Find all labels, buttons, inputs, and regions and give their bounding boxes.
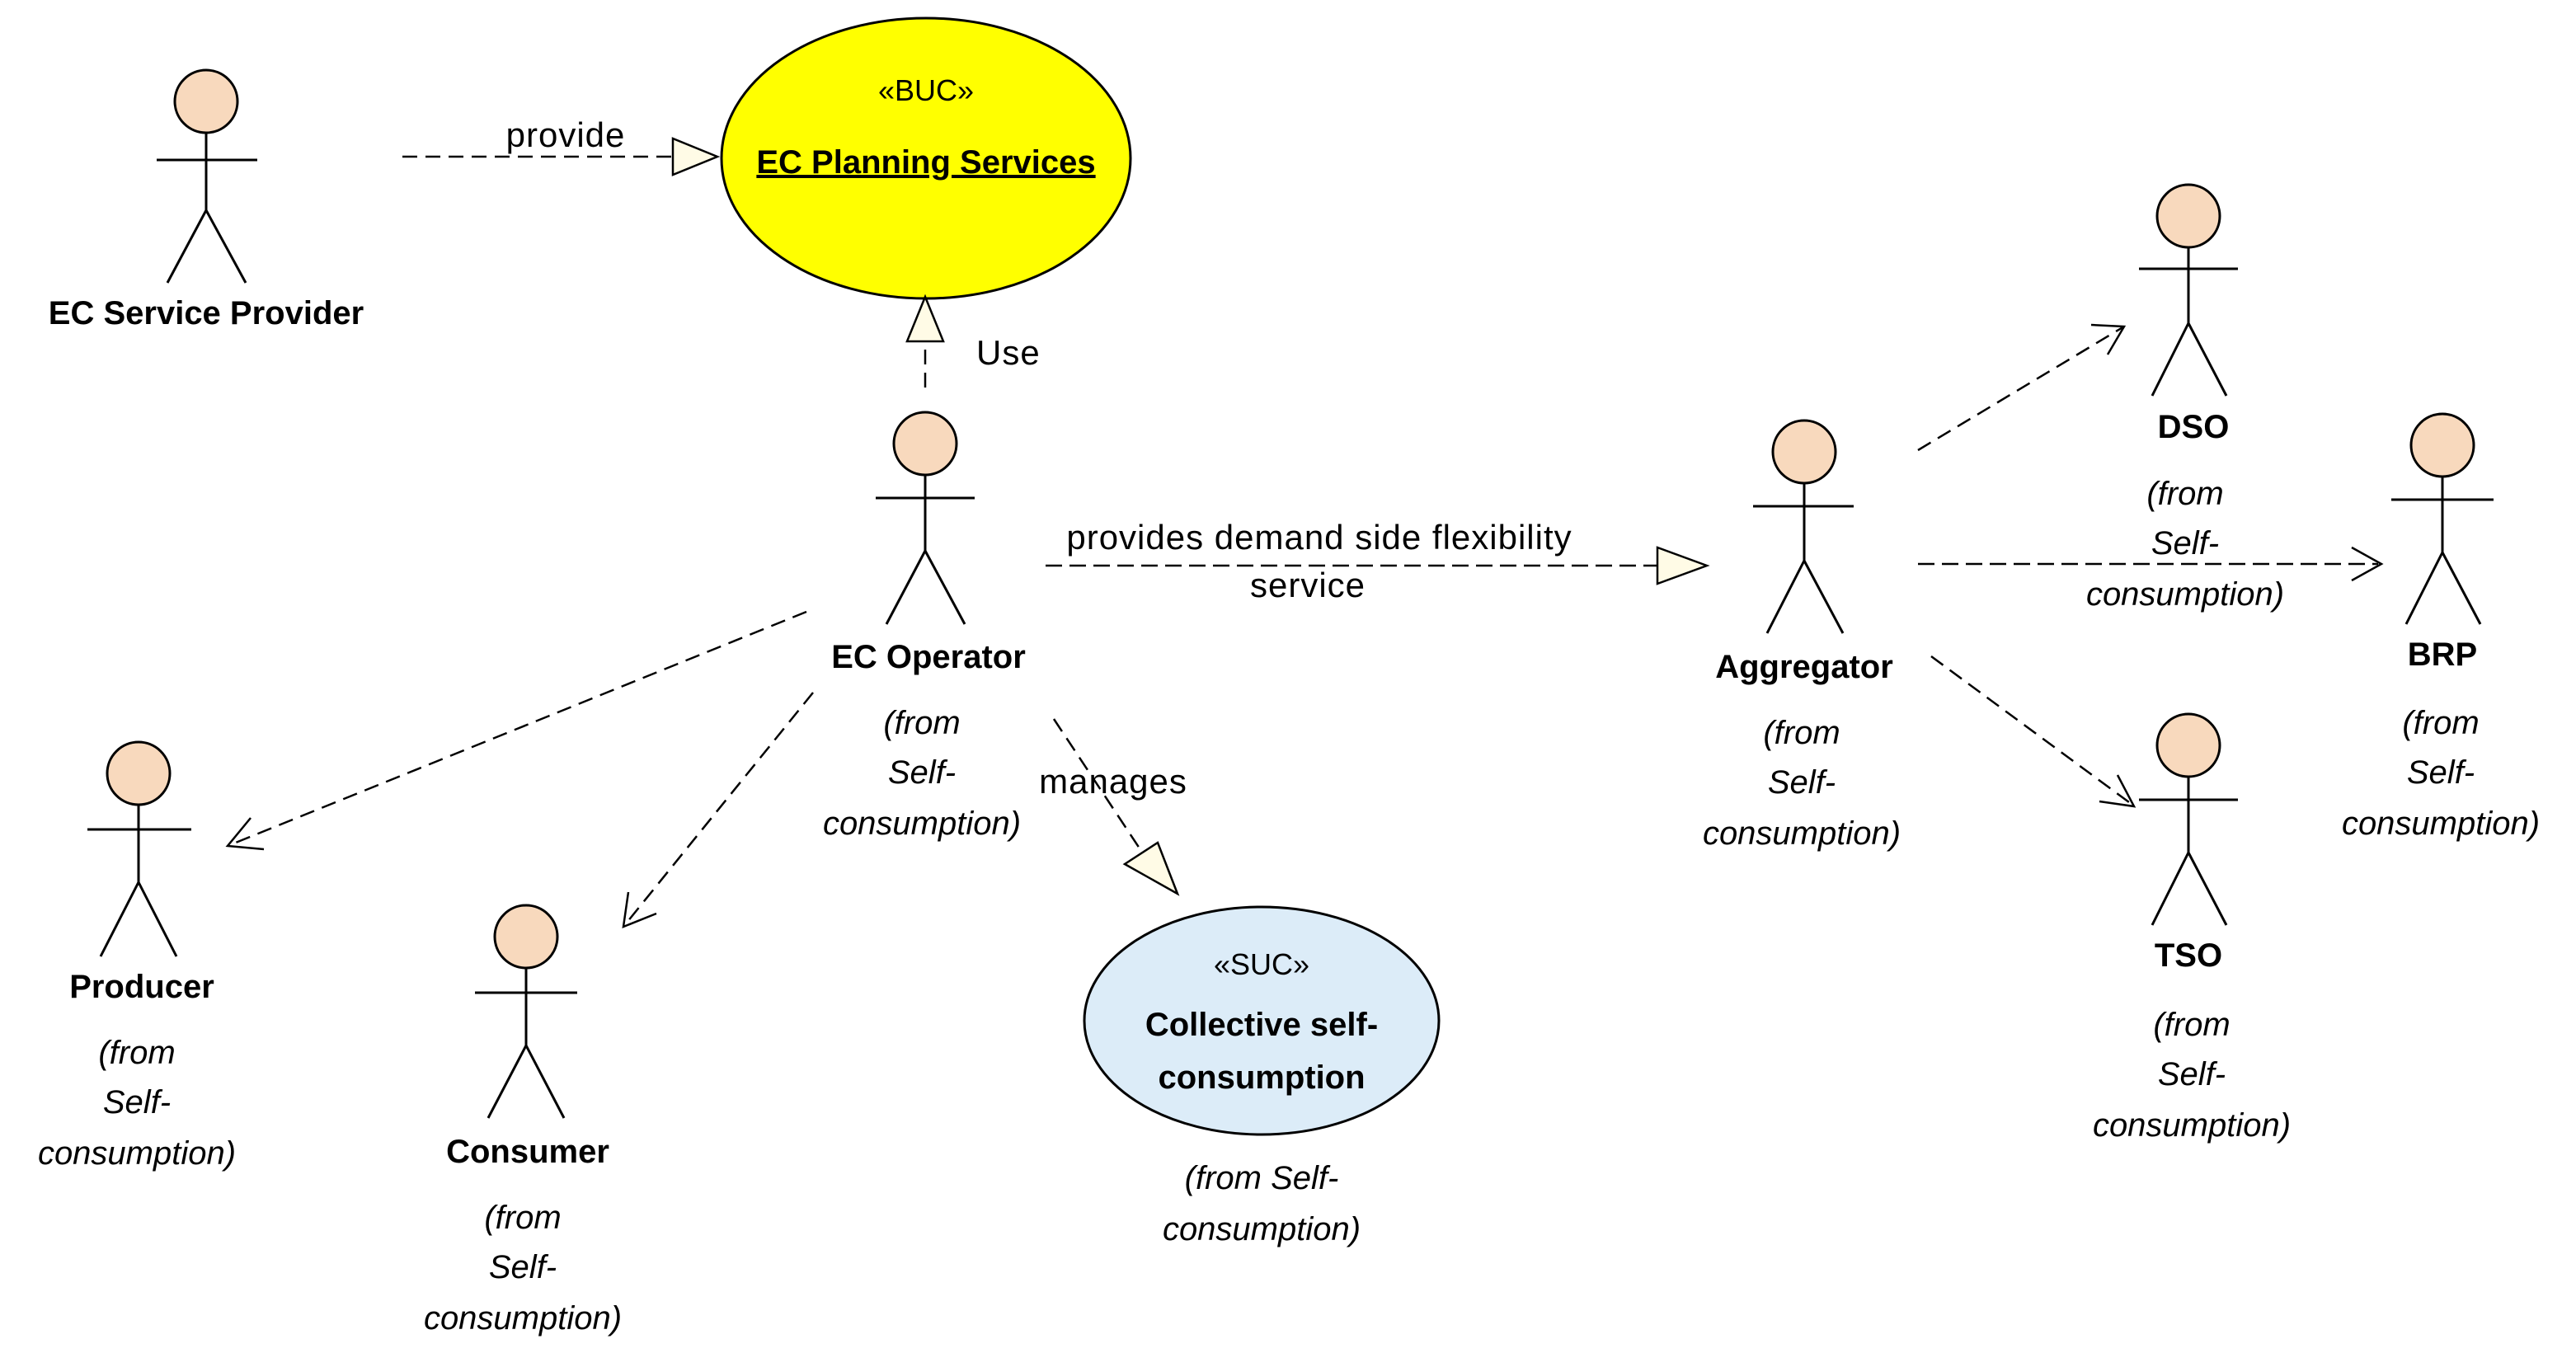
relation-label: Use — [976, 333, 1041, 372]
actor-name: EC Operator — [831, 639, 1026, 675]
actor-tso[interactable]: TSO (from Self- consumption) — [2093, 712, 2291, 1144]
from-line-1: (from — [883, 705, 960, 741]
from-line-3: consumption) — [38, 1135, 236, 1172]
from-line-2: Self- — [2151, 525, 2219, 561]
from-line-1: (from — [2402, 705, 2479, 741]
relation-label: provide — [506, 115, 626, 154]
actor-consumer[interactable]: Consumer (from Self- consumption) — [424, 904, 622, 1337]
collective-name-line-1: Collective self- — [1145, 1007, 1378, 1043]
stick-figure-icon — [1753, 419, 1854, 634]
relation-label: manages — [1039, 762, 1187, 801]
collective-name-line-2: consumption — [1158, 1059, 1365, 1096]
use-case-ec-planning-services[interactable]: «BUC» EC Planning Services — [720, 16, 1132, 300]
use-case-collective-self-consumption[interactable]: «SUC» Collective self- consumption — [1083, 905, 1441, 1136]
open-arrowhead-icon — [2090, 323, 2127, 355]
actor-ec-operator[interactable]: EC Operator (from Self- consumption) — [823, 411, 1026, 842]
actor-ec-service-provider[interactable]: EC Service Provider — [49, 68, 364, 331]
relation-provide[interactable]: provide — [402, 115, 721, 176]
relation-use[interactable]: Use — [905, 294, 1041, 388]
actor-dso[interactable]: DSO (from Self- consumption) — [2086, 183, 2284, 613]
triangle-arrowhead-icon — [1122, 841, 1180, 896]
from-line-1: (from — [1763, 715, 1840, 751]
open-arrowhead-icon — [2351, 546, 2384, 582]
open-arrowhead-icon — [2099, 774, 2136, 808]
stereotype-suc: «SUC» — [1214, 947, 1309, 981]
actor-brp[interactable]: BRP (from Self- consumption) — [2342, 412, 2540, 842]
from-line-3: consumption) — [823, 806, 1021, 842]
from-line-3: consumption) — [2093, 1107, 2291, 1144]
actor-name: DSO — [2158, 409, 2230, 445]
actor-name: Producer — [69, 969, 214, 1005]
from-line-2: Self- — [2407, 754, 2475, 791]
from-line-2: Self- — [489, 1249, 557, 1285]
stick-figure-icon — [87, 740, 191, 957]
from-line-3: consumption) — [424, 1300, 622, 1337]
actor-producer[interactable]: Producer (from Self- consumption) — [38, 740, 236, 1172]
relation-manages[interactable]: manages — [1039, 718, 1187, 896]
actor-name: Aggregator — [1715, 649, 1893, 685]
from-line-3: consumption) — [1703, 815, 1901, 852]
open-arrowhead-icon — [622, 891, 657, 928]
relation-operator-producer[interactable] — [225, 610, 807, 851]
stick-figure-icon — [2139, 712, 2238, 926]
stick-figure-icon — [475, 904, 577, 1119]
stick-figure-icon — [876, 411, 975, 625]
relation-operator-consumer[interactable] — [622, 692, 814, 928]
stick-figure-icon — [157, 68, 257, 284]
from-line-1: (from — [2146, 476, 2223, 512]
ec-planning-services-label: EC Planning Services — [756, 144, 1095, 181]
from-line-2: Self- — [2158, 1056, 2226, 1092]
collective-from-line-2: consumption) — [1163, 1211, 1361, 1247]
triangle-arrowhead-icon — [1656, 546, 1710, 585]
relation-aggregator-brp[interactable] — [1918, 546, 2384, 582]
actor-name: Consumer — [446, 1134, 609, 1170]
relation-aggregator-tso[interactable] — [1930, 655, 2136, 808]
from-line-2: Self- — [888, 754, 956, 791]
open-arrowhead-icon — [225, 817, 265, 851]
actor-name: BRP — [2408, 637, 2477, 673]
actor-aggregator[interactable]: Aggregator (from Self- consumption) — [1703, 419, 1901, 852]
stick-figure-icon — [2391, 412, 2494, 625]
triangle-arrowhead-icon — [905, 294, 945, 343]
from-line-1: (from — [484, 1200, 561, 1236]
from-line-3: consumption) — [2342, 806, 2540, 842]
relation-label-line-1: provides demand side flexibility — [1066, 518, 1572, 557]
from-line-1: (from — [2153, 1007, 2230, 1043]
triangle-arrowhead-icon — [671, 137, 721, 176]
actor-name: EC Service Provider — [49, 295, 364, 331]
relation-label-line-2: service — [1250, 566, 1366, 604]
relation-provides-demand-side-flexibility[interactable]: provides demand side flexibility service — [1046, 518, 1710, 604]
from-line-2: Self- — [103, 1084, 171, 1120]
collective-from-line-1: (from Self- — [1185, 1160, 1339, 1196]
stereotype-buc: «BUC» — [878, 73, 974, 107]
actor-name: TSO — [2155, 937, 2222, 974]
stick-figure-icon — [2139, 183, 2238, 397]
from-line-3: consumption) — [2086, 576, 2284, 613]
relation-aggregator-dso[interactable] — [1917, 323, 2127, 452]
from-line-2: Self- — [1768, 764, 1836, 801]
from-line-1: (from — [98, 1035, 175, 1071]
